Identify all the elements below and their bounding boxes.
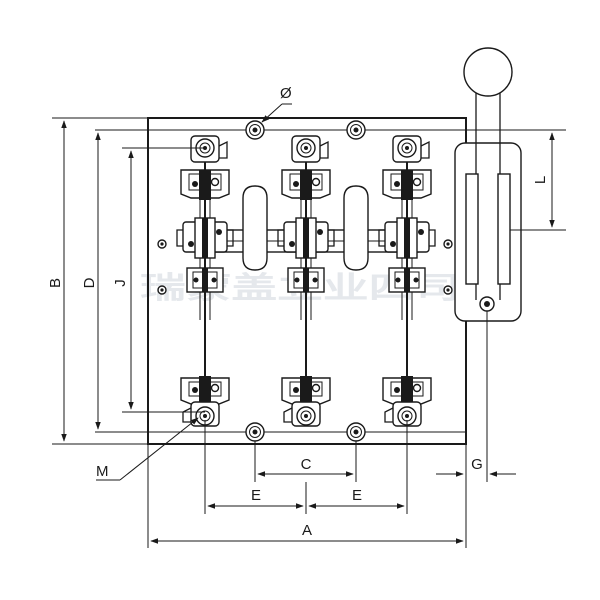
dimension-G: G — [436, 311, 516, 482]
dimension-label-C: C — [301, 456, 312, 473]
operating-handle — [454, 47, 522, 322]
insulator-right — [343, 185, 369, 271]
dimension-M: M — [96, 417, 199, 481]
dimension-E: E E — [204, 420, 408, 514]
dimension-phi: Ø — [261, 85, 292, 123]
dimension-label-G: G — [471, 456, 483, 473]
pole-left — [176, 135, 234, 427]
dimension-label-B: B — [47, 278, 64, 288]
mounting-bolt-bottom-right — [346, 422, 366, 442]
dimension-label-phi: Ø — [280, 85, 292, 102]
dimension-label-E-left: E — [251, 487, 261, 504]
dimension-label-E-right: E — [352, 487, 362, 504]
dimension-L: L — [466, 129, 566, 231]
pole-center — [277, 135, 335, 427]
dimension-J: J — [112, 147, 205, 413]
mounting-bolt-top-left — [245, 120, 265, 140]
dimension-C: C — [254, 441, 357, 482]
dimension-A: A — [147, 444, 467, 548]
dimension-label-D: D — [81, 277, 98, 288]
mounting-bolt-bottom-left — [245, 422, 265, 442]
dimension-label-J: J — [112, 279, 129, 287]
dimension-label-M: M — [96, 463, 109, 480]
dimension-label-L: L — [532, 176, 549, 184]
dimension-B: B — [47, 117, 148, 445]
dimension-label-A: A — [302, 522, 312, 539]
mounting-bolt-top-right — [346, 120, 366, 140]
insulator-left — [242, 185, 268, 271]
pole-right — [378, 135, 436, 427]
dimension-D: D — [81, 132, 101, 430]
handle-knob — [463, 47, 513, 97]
